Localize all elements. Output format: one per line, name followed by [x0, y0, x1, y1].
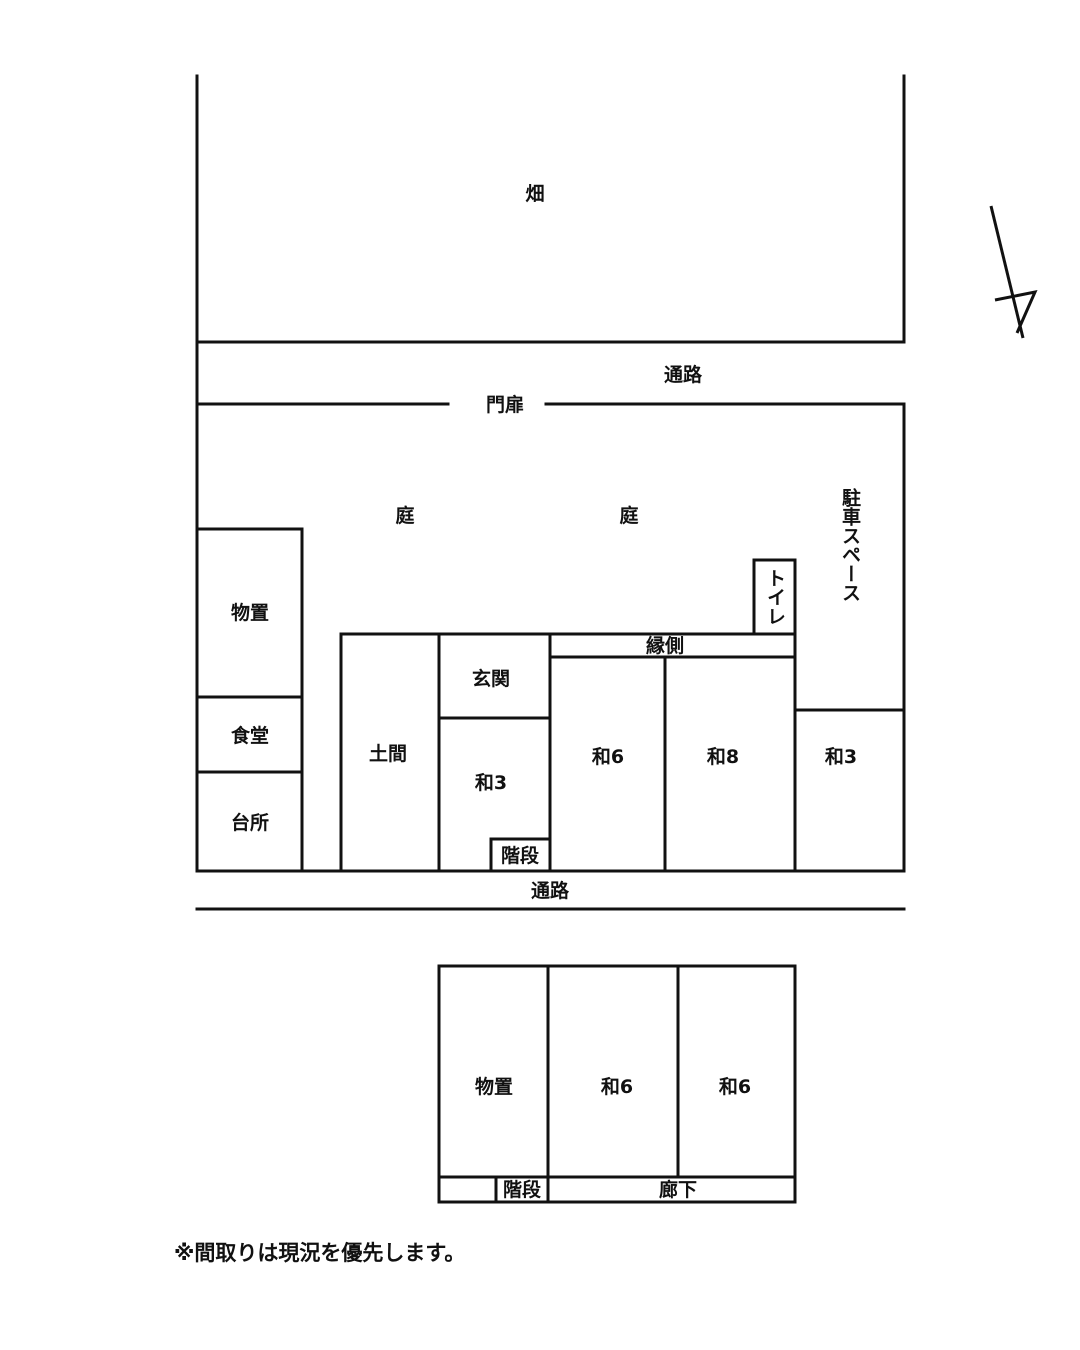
- washitsu3-right-label: 和3: [825, 745, 857, 768]
- stairs-annex-label: 階段: [503, 1178, 542, 1201]
- field-label: 畑: [525, 183, 544, 205]
- kitchen-label: 台所: [231, 811, 269, 834]
- path-south-label: 通路: [531, 879, 570, 902]
- toilet-box: [752, 558, 797, 636]
- main-house-walls: [339, 632, 906, 873]
- north-arrow-icon: [989, 205, 1038, 339]
- annex-walls: [437, 964, 797, 1204]
- washitsu8-label: 和8: [707, 745, 739, 768]
- path-north-label: 通路: [664, 363, 703, 386]
- engawa-label: 縁側: [646, 634, 684, 657]
- washitsu3-center-label: 和3: [475, 771, 507, 794]
- dining-label: 食堂: [231, 724, 269, 747]
- entrance-label: 玄関: [472, 667, 510, 690]
- doma-label: 土間: [369, 743, 407, 765]
- gate-label: 門扉: [486, 393, 524, 416]
- toilet-label: トイレ: [764, 569, 786, 626]
- parking-label: 駐車スペース: [839, 487, 861, 602]
- washitsu6-annex-a-label: 和6: [601, 1075, 633, 1098]
- left-building-walls: [195, 527, 304, 873]
- corridor-label: 廊下: [659, 1178, 697, 1201]
- field-boundary: [195, 74, 906, 344]
- north-path-lines: [195, 340, 906, 406]
- storage-main-label: 物置: [231, 601, 269, 624]
- washitsu6-annex-b-label: 和6: [719, 1075, 751, 1098]
- floor-plan-note: ※間取りは現況を優先します。: [174, 1241, 465, 1265]
- stairs-main-label: 階段: [501, 844, 540, 867]
- garden-left-label: 庭: [395, 504, 414, 527]
- washitsu6-main-label: 和6: [592, 745, 624, 768]
- garden-right-label: 庭: [619, 504, 638, 527]
- storage-annex-label: 物置: [475, 1075, 513, 1098]
